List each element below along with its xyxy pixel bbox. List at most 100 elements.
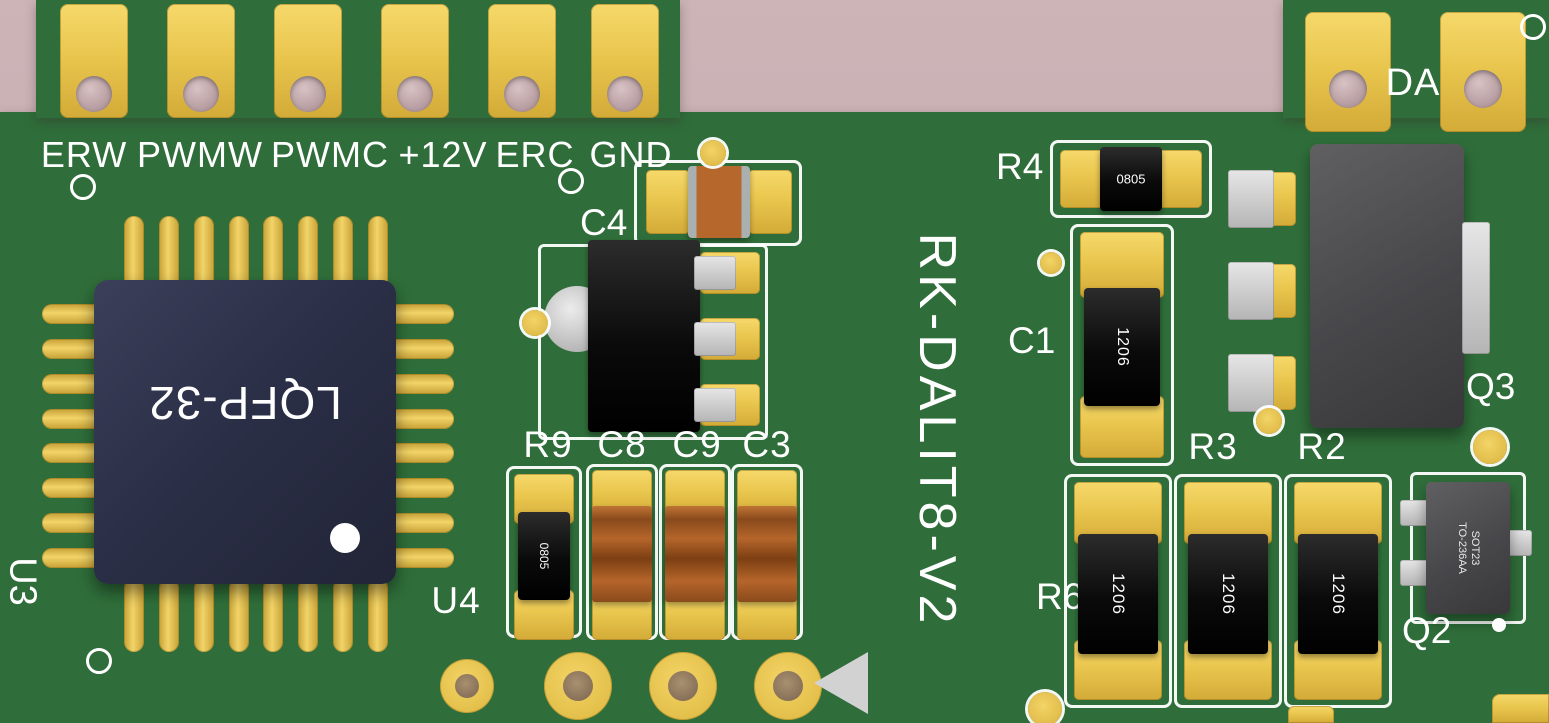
silkscreen-dot <box>1492 618 1506 632</box>
transistor-q2-body: SOT23 TO-236AA <box>1426 482 1510 614</box>
chip-pin <box>388 338 454 359</box>
label-da: DA <box>1385 62 1441 104</box>
pad-hole <box>607 76 643 112</box>
chip-pin <box>193 578 214 652</box>
q3-lead <box>1228 170 1274 228</box>
u4-lead <box>694 322 736 356</box>
capacitor-c3-body <box>737 506 797 602</box>
chip-pin <box>388 373 454 394</box>
pad-hole <box>76 76 112 112</box>
via <box>1028 692 1062 723</box>
resistor-r4-body: 0805 <box>1100 147 1162 211</box>
via <box>1040 252 1062 274</box>
chip-pin <box>42 304 108 324</box>
u4-lead <box>694 388 736 422</box>
round-pad <box>440 659 494 713</box>
via <box>1473 430 1507 464</box>
pad-hole <box>563 671 593 701</box>
chip-pin <box>388 408 454 429</box>
q3-lead <box>1228 262 1274 320</box>
label-r2: R2 <box>1297 426 1347 467</box>
chip-pin <box>298 216 319 290</box>
label-r4: R4 <box>996 146 1044 187</box>
resistor-r2-body: 1206 <box>1298 534 1378 654</box>
round-pad <box>649 652 717 720</box>
chip-pin <box>263 578 284 652</box>
chip-pin <box>228 216 249 290</box>
label-c4: C4 <box>580 202 628 243</box>
silkscreen-outline-c1 <box>1070 224 1174 466</box>
resistor-r6-body: 1206 <box>1078 534 1158 654</box>
lqfp-pin-row-top <box>124 216 388 290</box>
chip-pin <box>263 216 284 290</box>
silkscreen-outline-r2 <box>1284 474 1392 708</box>
silkscreen-outline-r4 <box>1050 140 1212 218</box>
label-u4: U4 <box>431 580 481 621</box>
connector-pad-da-left <box>1305 12 1391 132</box>
connector-pad-gnd <box>591 4 659 118</box>
connector-pad-da-right <box>1440 12 1526 132</box>
silkscreen-outline-r3 <box>1174 474 1282 708</box>
pad-hole <box>668 671 698 701</box>
connector-pad-pwmc <box>274 4 342 118</box>
polarity-arrow-icon <box>814 652 868 714</box>
pad-hole <box>504 76 540 112</box>
chip-pin <box>42 408 108 429</box>
via <box>1256 408 1282 434</box>
pad-hole <box>397 76 433 112</box>
chip-pin <box>388 513 454 534</box>
chip-pin <box>42 513 108 534</box>
via <box>86 648 112 674</box>
lqfp-pin-row-bottom <box>124 578 388 652</box>
round-pad <box>754 652 822 720</box>
label-c3: C3 <box>742 424 792 465</box>
chip-pin <box>124 216 144 290</box>
chip-pin <box>228 578 249 652</box>
lqfp-pin-row-right <box>388 304 454 568</box>
via <box>700 140 726 166</box>
resistor-r9-body: 0805 <box>518 512 570 600</box>
board-name-silkscreen: RK-DALIT8-V2 <box>908 232 966 628</box>
chip-pin <box>388 547 454 568</box>
pad-hole <box>290 76 326 112</box>
label-c1: C1 <box>1008 320 1056 361</box>
chip-pin <box>388 304 454 324</box>
chip-pin <box>158 216 179 290</box>
q2-lead <box>1400 560 1430 586</box>
q3-tab <box>1462 222 1490 354</box>
chip-pin <box>388 478 454 499</box>
capacitor-c1-body: 1206 <box>1084 288 1160 406</box>
label-c9: C9 <box>672 424 722 465</box>
transistor-q3-body <box>1310 144 1464 428</box>
chip-pin <box>42 373 108 394</box>
u4-lead <box>694 256 736 290</box>
chip-pin <box>193 216 214 290</box>
label-q3: Q3 <box>1466 366 1516 407</box>
pcb-top-left-tab <box>36 0 680 118</box>
ic-u3-lqfp32: LQFP-32 <box>94 280 396 584</box>
connector-pad-erw <box>60 4 128 118</box>
r2-marking: 1206 <box>1329 573 1348 615</box>
r4-pad <box>1060 150 1106 208</box>
chip-pin <box>333 216 354 290</box>
chip-pin <box>388 443 454 464</box>
chip-pin <box>42 547 108 568</box>
chip-pin <box>42 338 108 359</box>
label-12v: +12V <box>398 134 488 175</box>
chip-pin <box>158 578 179 652</box>
label-gnd: GND <box>589 134 673 175</box>
q2-marking-line1: SOT23 <box>1469 530 1481 566</box>
via <box>1520 14 1546 40</box>
c1-pad <box>1080 232 1164 298</box>
capacitor-c4-body <box>688 166 750 238</box>
label-u3: U3 <box>1 557 44 606</box>
capacitor-c9-body <box>665 506 725 602</box>
c1-marking: 1206 <box>1114 327 1131 367</box>
chip-pin <box>124 578 144 652</box>
q2-lead <box>1400 500 1430 526</box>
pad-hole <box>1464 70 1502 108</box>
connector-pad-pwmw <box>167 4 235 118</box>
corner-pad <box>1492 694 1549 723</box>
label-pwmw: PWMW <box>137 134 263 175</box>
